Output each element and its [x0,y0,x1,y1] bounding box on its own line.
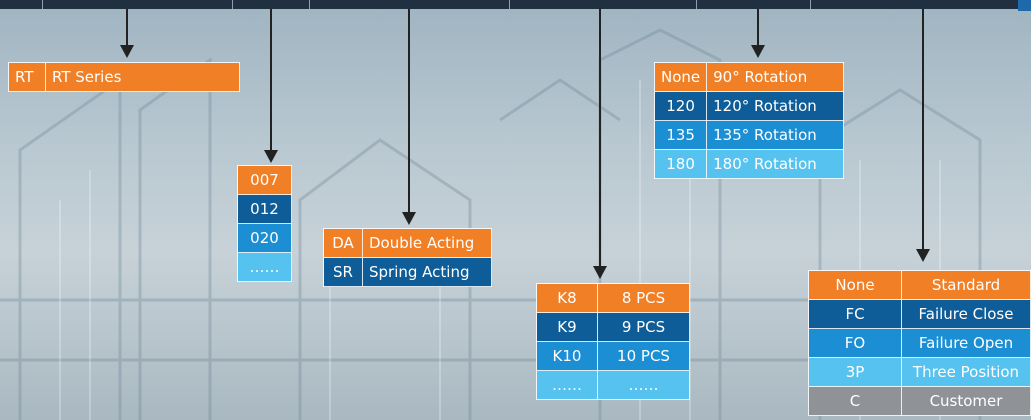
divider [42,0,43,9]
table-row: K10 10 PCS [536,341,690,371]
function-code: 3P [808,357,902,387]
function-code: C [808,386,902,416]
table-row: …… …… [536,370,690,400]
rotation-table: None 90° Rotation 120 120° Rotation 135 … [653,62,844,179]
divider [309,0,310,9]
spring-code: K9 [536,312,598,342]
arrow-down-icon [264,9,278,163]
table-row: 020 [237,223,292,253]
function-label: Standard [901,270,1031,300]
acting-code: SR [323,257,363,287]
divider [232,0,233,9]
acting-code: DA [323,228,363,258]
function-label: Failure Close [901,299,1031,329]
function-label: Failure Open [901,328,1031,358]
divider [509,0,510,9]
table-row: C Customer [808,386,1031,416]
size-cell: 020 [237,223,292,253]
table-row: SR Spring Acting [323,257,492,287]
size-cell: …… [237,252,292,282]
corner-accent [1018,0,1031,11]
table-row: 012 [237,194,292,224]
function-label: Customer [901,386,1031,416]
table-row: 120 120° Rotation [653,91,844,121]
table-row: FC Failure Close [808,299,1031,329]
acting-label: Double Acting [362,228,492,258]
table-row: None 90° Rotation [653,62,844,92]
table-row: None Standard [808,270,1031,300]
divider [810,0,811,9]
table-row: 180 180° Rotation [653,149,844,179]
spring-code: K10 [536,341,598,371]
rotation-label: 180° Rotation [706,149,844,179]
table-row: K9 9 PCS [536,312,690,342]
spring-label: 9 PCS [597,312,690,342]
series-table: RT RT Series [8,62,240,92]
size-cell: 007 [237,165,292,195]
acting-label: Spring Acting [362,257,492,287]
rotation-code: 180 [653,149,708,179]
table-row: FO Failure Open [808,328,1031,358]
size-table: 007 012 020 …… [237,165,292,282]
series-label: RT Series [45,62,240,92]
arrow-down-icon [120,9,134,58]
spring-label: 10 PCS [597,341,690,371]
table-row: 135 135° Rotation [653,120,844,150]
size-cell: 012 [237,194,292,224]
table-row: 007 [237,165,292,195]
function-code: FO [808,328,902,358]
arrow-down-icon [751,9,765,58]
table-row: 3P Three Position [808,357,1031,387]
rotation-label: 90° Rotation [706,62,844,92]
rotation-code: 120 [653,91,708,121]
spring-label: 8 PCS [597,283,690,313]
arrow-down-icon [593,9,607,279]
function-code: FC [808,299,902,329]
spring-table: K8 8 PCS K9 9 PCS K10 10 PCS …… …… [536,283,690,400]
function-label: Three Position [901,357,1031,387]
rotation-label: 135° Rotation [706,120,844,150]
header-bar [0,0,1031,9]
function-table: None Standard FC Failure Close FO Failur… [808,270,1031,416]
table-row: RT RT Series [8,62,240,92]
divider [696,0,697,9]
spring-code: …… [536,370,598,400]
table-row: K8 8 PCS [536,283,690,313]
arrow-down-icon [916,9,930,262]
arrow-down-icon [402,9,416,225]
spring-code: K8 [536,283,598,313]
rotation-code: 135 [653,120,708,150]
function-code: None [808,270,902,300]
table-row: DA Double Acting [323,228,492,258]
spring-label: …… [597,370,690,400]
rotation-code: None [653,62,708,92]
acting-table: DA Double Acting SR Spring Acting [323,228,492,287]
series-code: RT [8,62,46,92]
rotation-label: 120° Rotation [706,91,844,121]
table-row: …… [237,252,292,282]
